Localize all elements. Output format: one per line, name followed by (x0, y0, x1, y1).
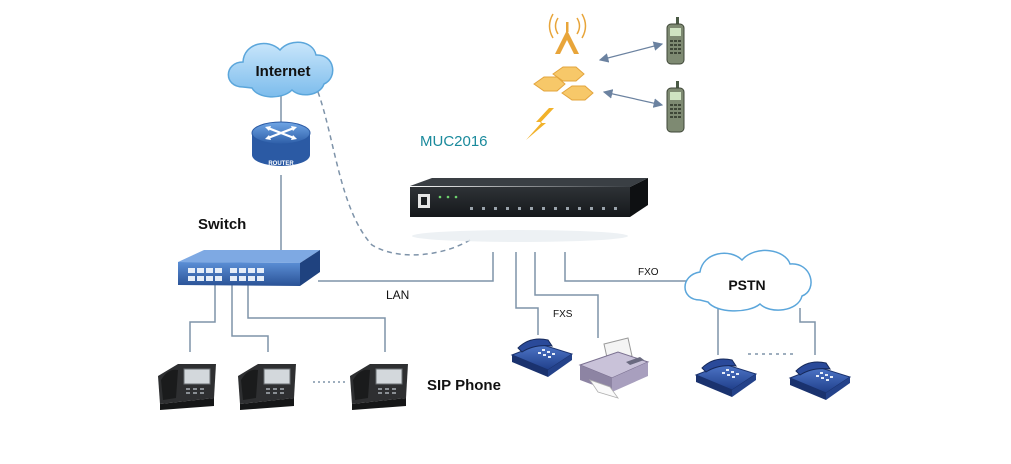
lightning-icon (526, 108, 554, 140)
gateway-device-icon (410, 178, 648, 242)
cell-tower-icon (533, 13, 594, 101)
sip-phone-icon-1 (158, 364, 216, 410)
switch-label: Switch (198, 216, 246, 233)
fxo-label: FXO (638, 267, 659, 278)
switch-phone3-link (247, 285, 386, 352)
switch-icon (178, 250, 320, 286)
lan-label: LAN (386, 288, 409, 302)
internet-device-dashed-link (317, 91, 471, 256)
mobile-phone-icon-top (666, 17, 685, 65)
analog-phone-icon-pstn-1 (694, 358, 758, 397)
pstn-phone2-link (799, 308, 816, 355)
sip-phone-icon-2 (238, 364, 296, 410)
internet-label: Internet (255, 63, 310, 80)
switch-phone1-link (189, 285, 216, 352)
internet-cloud (227, 41, 334, 98)
fxs-fax-link (534, 252, 599, 338)
analog-phone-icon-pstn-2 (788, 361, 852, 400)
connection-lines (189, 91, 816, 383)
fax-machine-icon (578, 337, 650, 399)
analog-phone-icon-fxs (510, 338, 574, 377)
pstn-cloud (684, 249, 812, 312)
switch-phone2-link (231, 285, 269, 352)
router-label: ROUTER (268, 161, 294, 167)
fxs-phone-link (515, 252, 539, 335)
device-label: MUC2016 (420, 133, 488, 150)
wireless-arrow-top (598, 41, 664, 63)
mobile-phone-icon-bottom (666, 81, 685, 133)
router-icon (251, 121, 311, 166)
lan-link (318, 252, 494, 282)
wireless-arrows (598, 41, 664, 108)
fxs-label: FXS (553, 309, 573, 320)
wireless-arrow-bottom (602, 89, 664, 108)
sip-phone-icon-3 (350, 364, 408, 410)
sip-phone-label: SIP Phone (427, 377, 501, 394)
fxo-pstn-link (564, 252, 688, 282)
pstn-label: PSTN (728, 277, 765, 293)
